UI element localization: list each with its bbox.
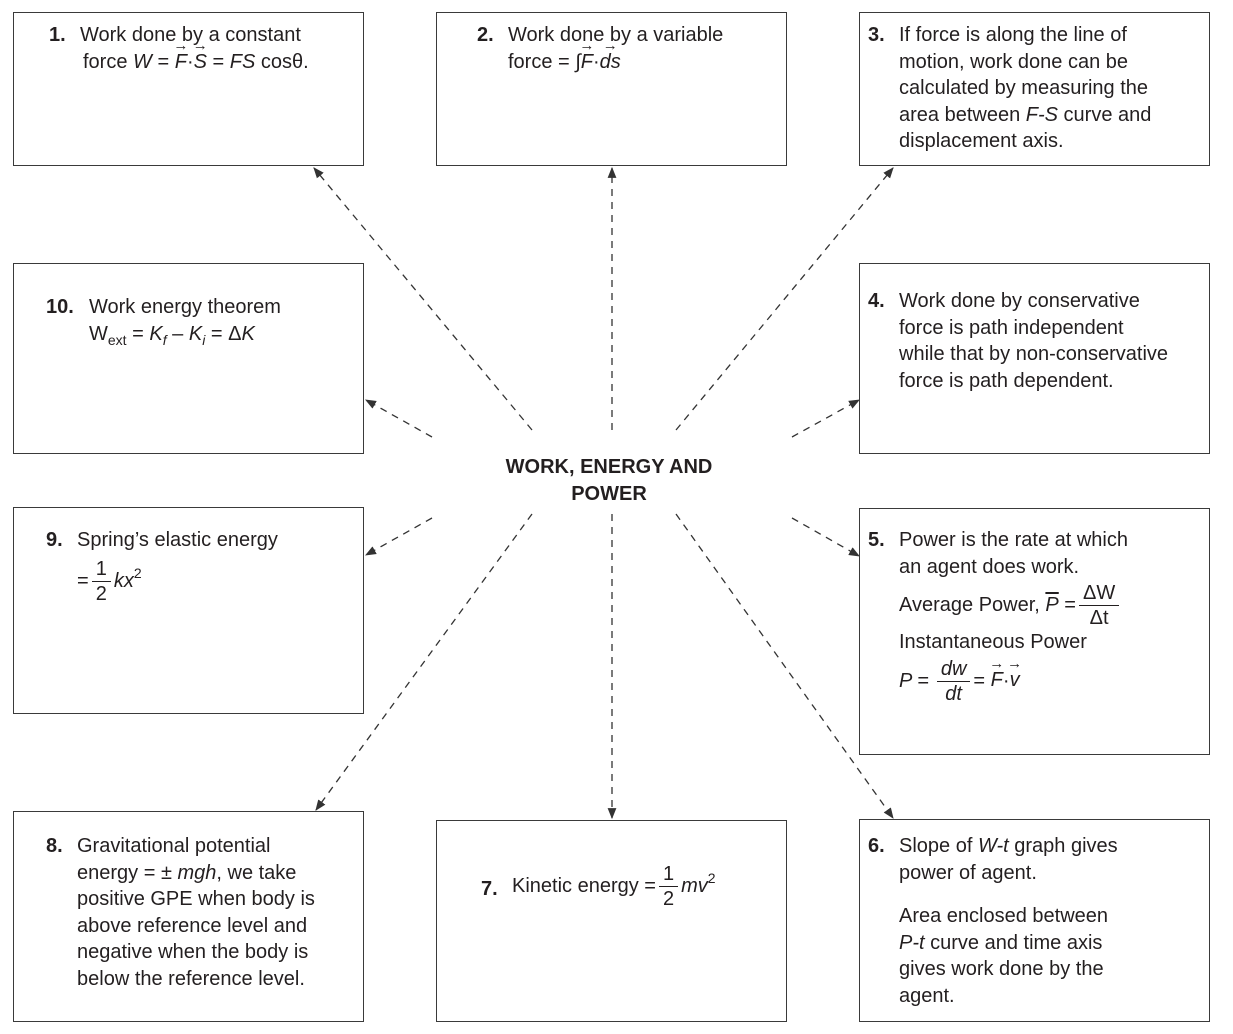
center-title: WORK, ENERGY AND POWER [505,456,713,505]
box-1 [13,12,364,166]
box-1-number: 1. [49,24,66,46]
box-8-line-5: negative when the body is [77,941,309,963]
box-9-number: 9. [46,529,63,551]
box-1-line-1: Work done by a constant [80,24,301,46]
box-8-line-4: above reference level and [77,914,308,937]
box-6-line-4: P-t curve and time axis [899,931,1103,954]
box-5-line-2: an agent does work. [899,555,1080,578]
box-5-number: 5. [868,529,885,551]
arrow-to-box-1 [313,167,533,431]
box-4-line-4: force is path dependent. [899,369,1114,392]
box-5-line-1: Power is the rate at which [899,529,1128,551]
box-4-number: 4. [868,290,885,312]
box-6-line-1: Slope of W-t graph gives [899,835,1118,857]
box-9 [13,507,364,714]
arrow-to-box-3 [675,167,894,431]
box-4-line-1: Work done by conservative [899,290,1140,312]
box-8-line-3: positive GPE when body is [77,888,315,910]
arrow-to-box-6 [675,513,894,819]
box-3-line-5: displacement axis. [899,130,1064,152]
box-10 [13,263,364,454]
box-3 [859,12,1210,166]
box-8-number: 8. [46,835,63,857]
box-6-number: 6. [868,835,885,857]
arrow-to-box-9 [365,517,433,556]
box-1-formula: force W = F·S = FS cosθ. [83,49,309,76]
box-10-line-1: Work energy theorem [89,296,281,318]
arrow-to-box-5 [791,517,860,557]
box-7 [436,820,787,1022]
box-3-number: 3. [868,24,885,46]
box-6-line-6: agent. [899,984,955,1007]
box-5-line-inst: Instantaneous Power [899,631,1087,653]
box-3-line-3: calculated by measuring the [899,77,1149,99]
box-2-number: 2. [477,24,494,46]
box-3-line-4: area between F-S curve and [899,103,1152,126]
box-6-line-3: Area enclosed between [899,905,1109,927]
box-8-line-1: Gravitational potential [77,835,271,857]
box-10-number: 10. [46,296,74,318]
box-6-line-2: power of agent. [899,861,1037,884]
box-8-line-6: below the reference level. [77,967,305,990]
box-8-line-2: energy = ± mgh, we take [77,861,297,884]
arrow-to-box-10 [365,399,433,438]
box-4 [859,263,1210,454]
box-10-formula: Wext = Kf – Ki = ΔK [89,322,255,348]
box-2-formula: force = ∫F·ds [508,49,723,76]
box-4-line-3: while that by non-conservative [899,343,1169,365]
arrow-to-box-8 [315,513,533,811]
box-5 [859,508,1210,755]
box-3-line-1: If force is along the line of [899,24,1127,46]
box-6 [859,819,1210,1022]
box-9-line-1: Spring’s elastic energy [77,529,278,551]
arrow-to-box-4 [791,399,860,438]
box-6-line-5: gives work done by the [899,958,1104,980]
box-3-line-2: motion, work done can be [899,50,1129,73]
box-8 [13,811,364,1022]
box-4-line-2: force is path independent [899,316,1124,339]
box-7-number: 7. [481,878,498,900]
